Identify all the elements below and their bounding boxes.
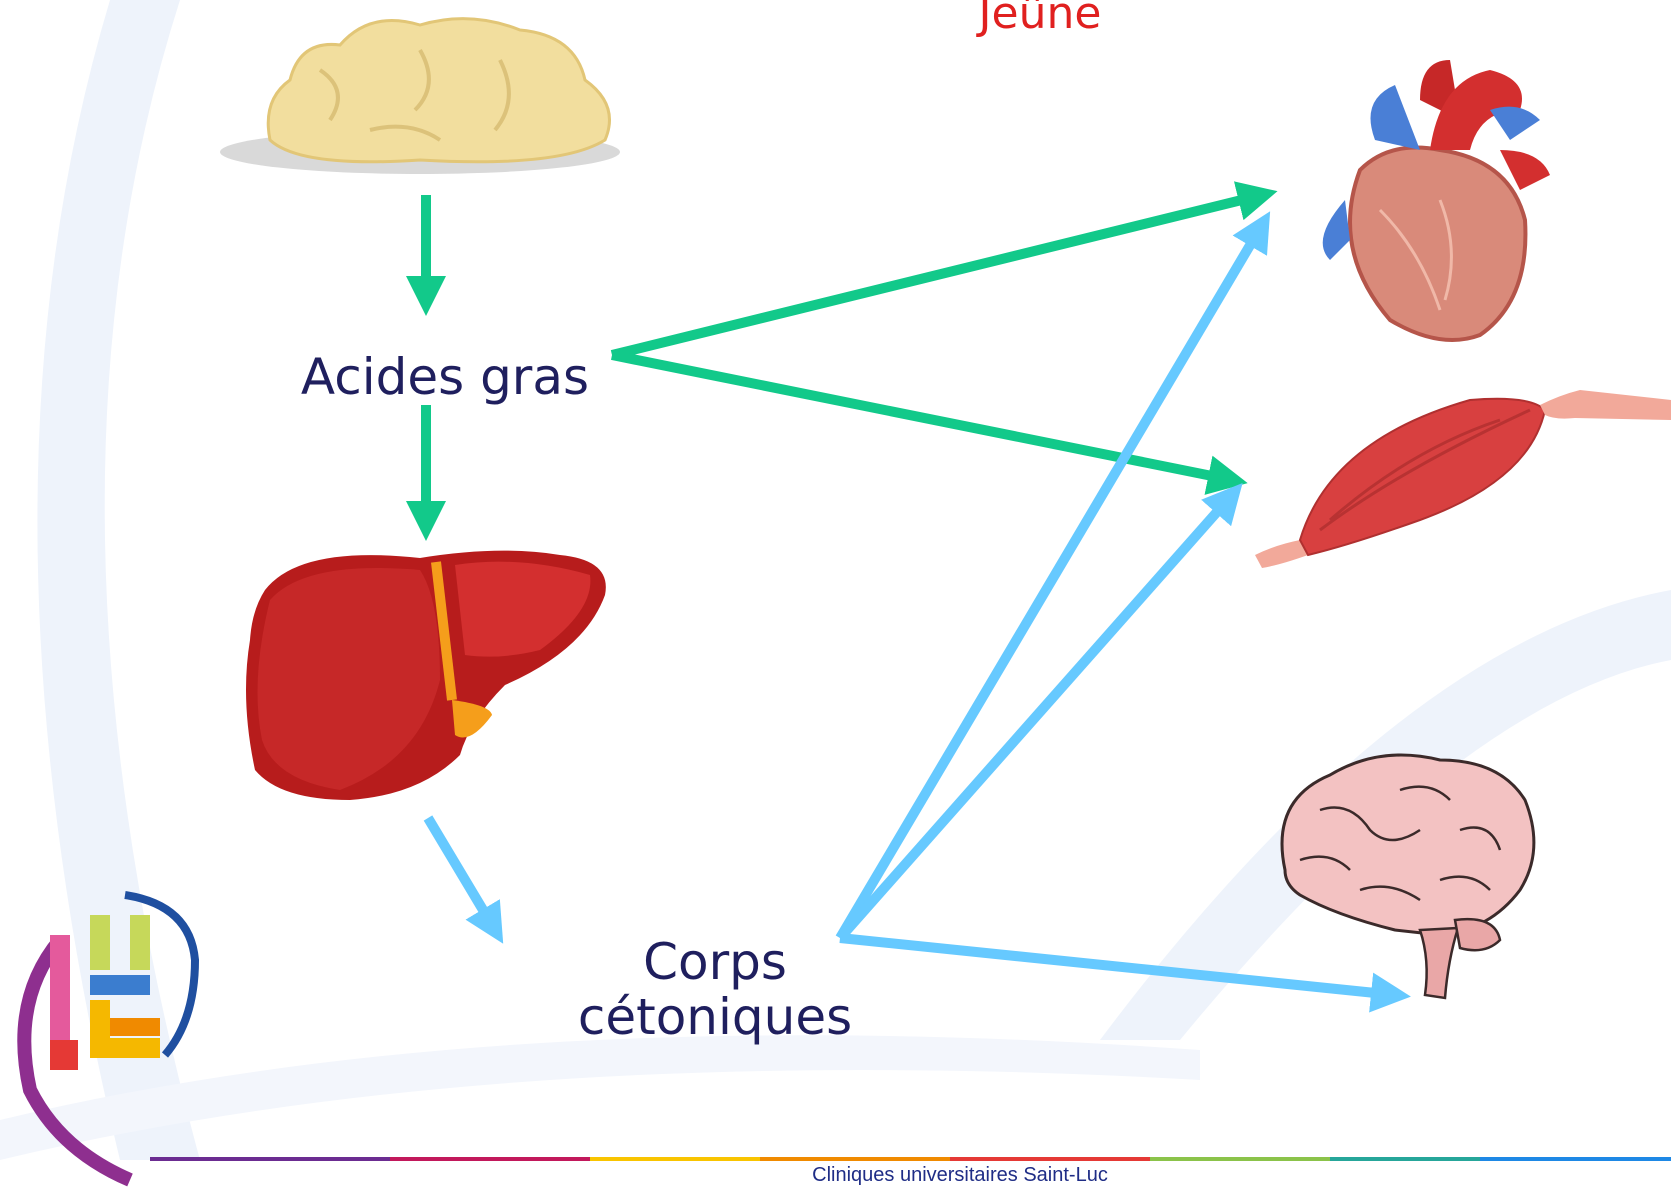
arrow-liver-to-corps: [428, 818, 495, 930]
arrow-acides-to-heart: [612, 195, 1262, 355]
arrow-corps-to-heart: [840, 225, 1262, 938]
arrow-acides-to-muscle: [612, 355, 1232, 480]
diagram-title: Jeûne: [900, 0, 1180, 39]
corps-label-line2: cétoniques: [500, 990, 930, 1045]
footer-text: Cliniques universitaires Saint-Luc: [700, 1164, 1220, 1187]
arrow-corps-to-muscle: [840, 495, 1232, 938]
acides-gras-label: Acides gras: [255, 350, 635, 405]
corps-label-line1: Corps: [500, 935, 930, 990]
corps-cetoniques-label: Corps cétoniques: [500, 935, 930, 1045]
